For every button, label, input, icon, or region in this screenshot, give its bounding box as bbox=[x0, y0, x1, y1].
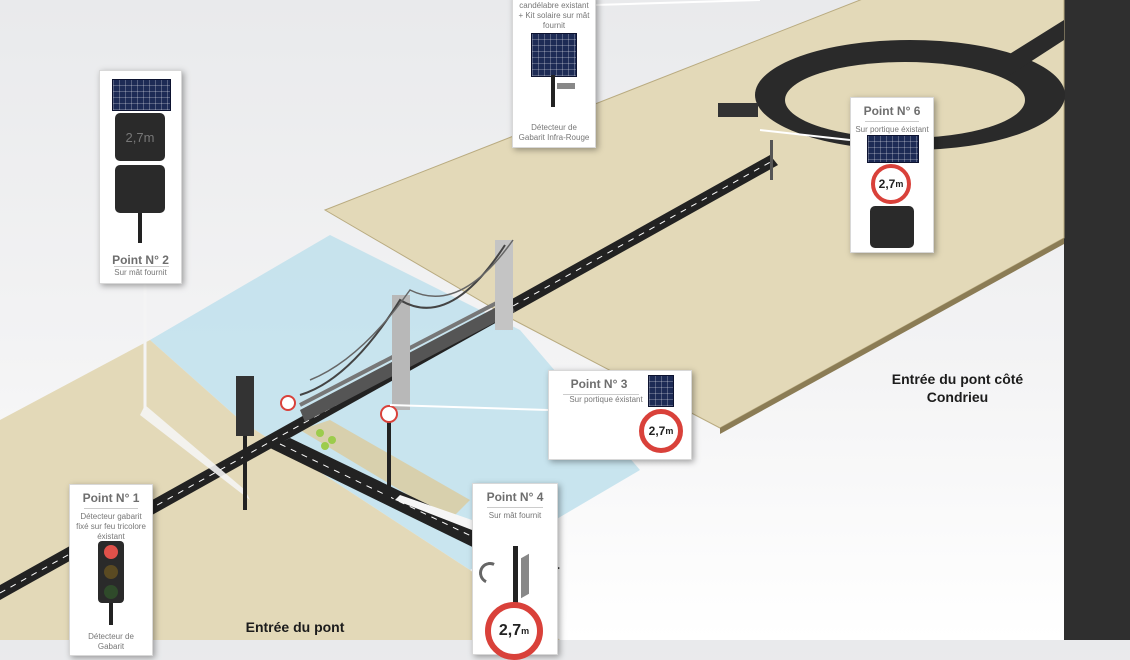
point2-card: 2,7m Point N° 2 Sur mât fournit bbox=[99, 70, 182, 284]
solar-panel-tilted bbox=[521, 554, 529, 599]
solar-panel bbox=[648, 375, 674, 407]
pole bbox=[551, 75, 555, 107]
point1-footnote: Détecteur de Gabarit bbox=[70, 632, 152, 652]
point1-title: Point N° 1 bbox=[70, 491, 152, 505]
point2-title: Point N° 2 bbox=[100, 253, 181, 267]
label-condrieu: Entrée du pont côté Condrieu bbox=[885, 370, 1030, 406]
vms-value: 2,7m bbox=[126, 130, 155, 145]
gantry-pole bbox=[770, 140, 773, 180]
gantry-roundabout bbox=[718, 103, 758, 117]
bridge-tower-right bbox=[495, 240, 513, 330]
point5-leader bbox=[595, 0, 760, 5]
green-light bbox=[104, 585, 118, 599]
sign-value: 2,7 bbox=[499, 622, 521, 640]
divider bbox=[865, 121, 919, 122]
vms-panel-top: 2,7m bbox=[115, 113, 165, 161]
bridge-tower-left bbox=[392, 295, 410, 410]
point2-mast-sign bbox=[236, 376, 254, 436]
bridge-mini-sign bbox=[281, 396, 295, 410]
point5-footnote: Détecteur de Gabarit Infra-Rouge bbox=[513, 123, 595, 143]
right-edge-band bbox=[1064, 0, 1130, 640]
pole bbox=[138, 213, 142, 243]
label-other-side: Entrée du pont bbox=[225, 618, 365, 636]
point1-card: Point N° 1 Détecteur gabarit fixé sur fe… bbox=[69, 484, 153, 656]
point5-card: candélabre existant + Kit solaire sur mâ… bbox=[512, 0, 596, 148]
point3-subtitle: Sur portique éxistant bbox=[557, 395, 655, 405]
divider bbox=[487, 507, 543, 508]
point4-title: Point N° 4 bbox=[473, 490, 557, 504]
solar-panel bbox=[867, 135, 919, 163]
tree bbox=[316, 429, 324, 437]
sign-unit: m bbox=[521, 626, 529, 636]
divider bbox=[114, 266, 169, 267]
point1-subtitle: Détecteur gabarit fixé sur feu tricolore… bbox=[70, 512, 152, 542]
divider bbox=[84, 508, 138, 509]
point5-subtitle: candélabre existant + Kit solaire sur mâ… bbox=[513, 1, 595, 31]
point6-title: Point N° 6 bbox=[851, 104, 933, 118]
ir-detector-icon bbox=[557, 83, 575, 89]
sign-unit: m bbox=[895, 179, 903, 189]
point6-subtitle: Sur portique éxistant bbox=[851, 125, 933, 135]
point2-subtitle: Sur mât fournit bbox=[100, 268, 181, 278]
wifi-signal-icon bbox=[476, 559, 504, 587]
red-light bbox=[104, 545, 118, 559]
point4-mast bbox=[387, 420, 391, 500]
traffic-light-icon bbox=[98, 541, 124, 603]
sign-value: 2,7 bbox=[879, 177, 896, 191]
vms-panel-bottom bbox=[115, 165, 165, 213]
point4-subtitle: Sur mât fournit bbox=[473, 511, 557, 521]
tree bbox=[328, 436, 336, 444]
vms-panel bbox=[870, 206, 914, 248]
pole bbox=[513, 546, 518, 606]
tree bbox=[321, 442, 329, 450]
sign-value: 2,7 bbox=[649, 424, 666, 438]
amber-light bbox=[104, 565, 118, 579]
pole bbox=[109, 603, 113, 625]
solar-panel bbox=[112, 79, 171, 111]
solar-panel bbox=[531, 33, 577, 77]
point4-mini-sign bbox=[381, 406, 397, 422]
sign-unit: m bbox=[665, 426, 673, 436]
point3-title: Point N° 3 bbox=[561, 377, 637, 391]
